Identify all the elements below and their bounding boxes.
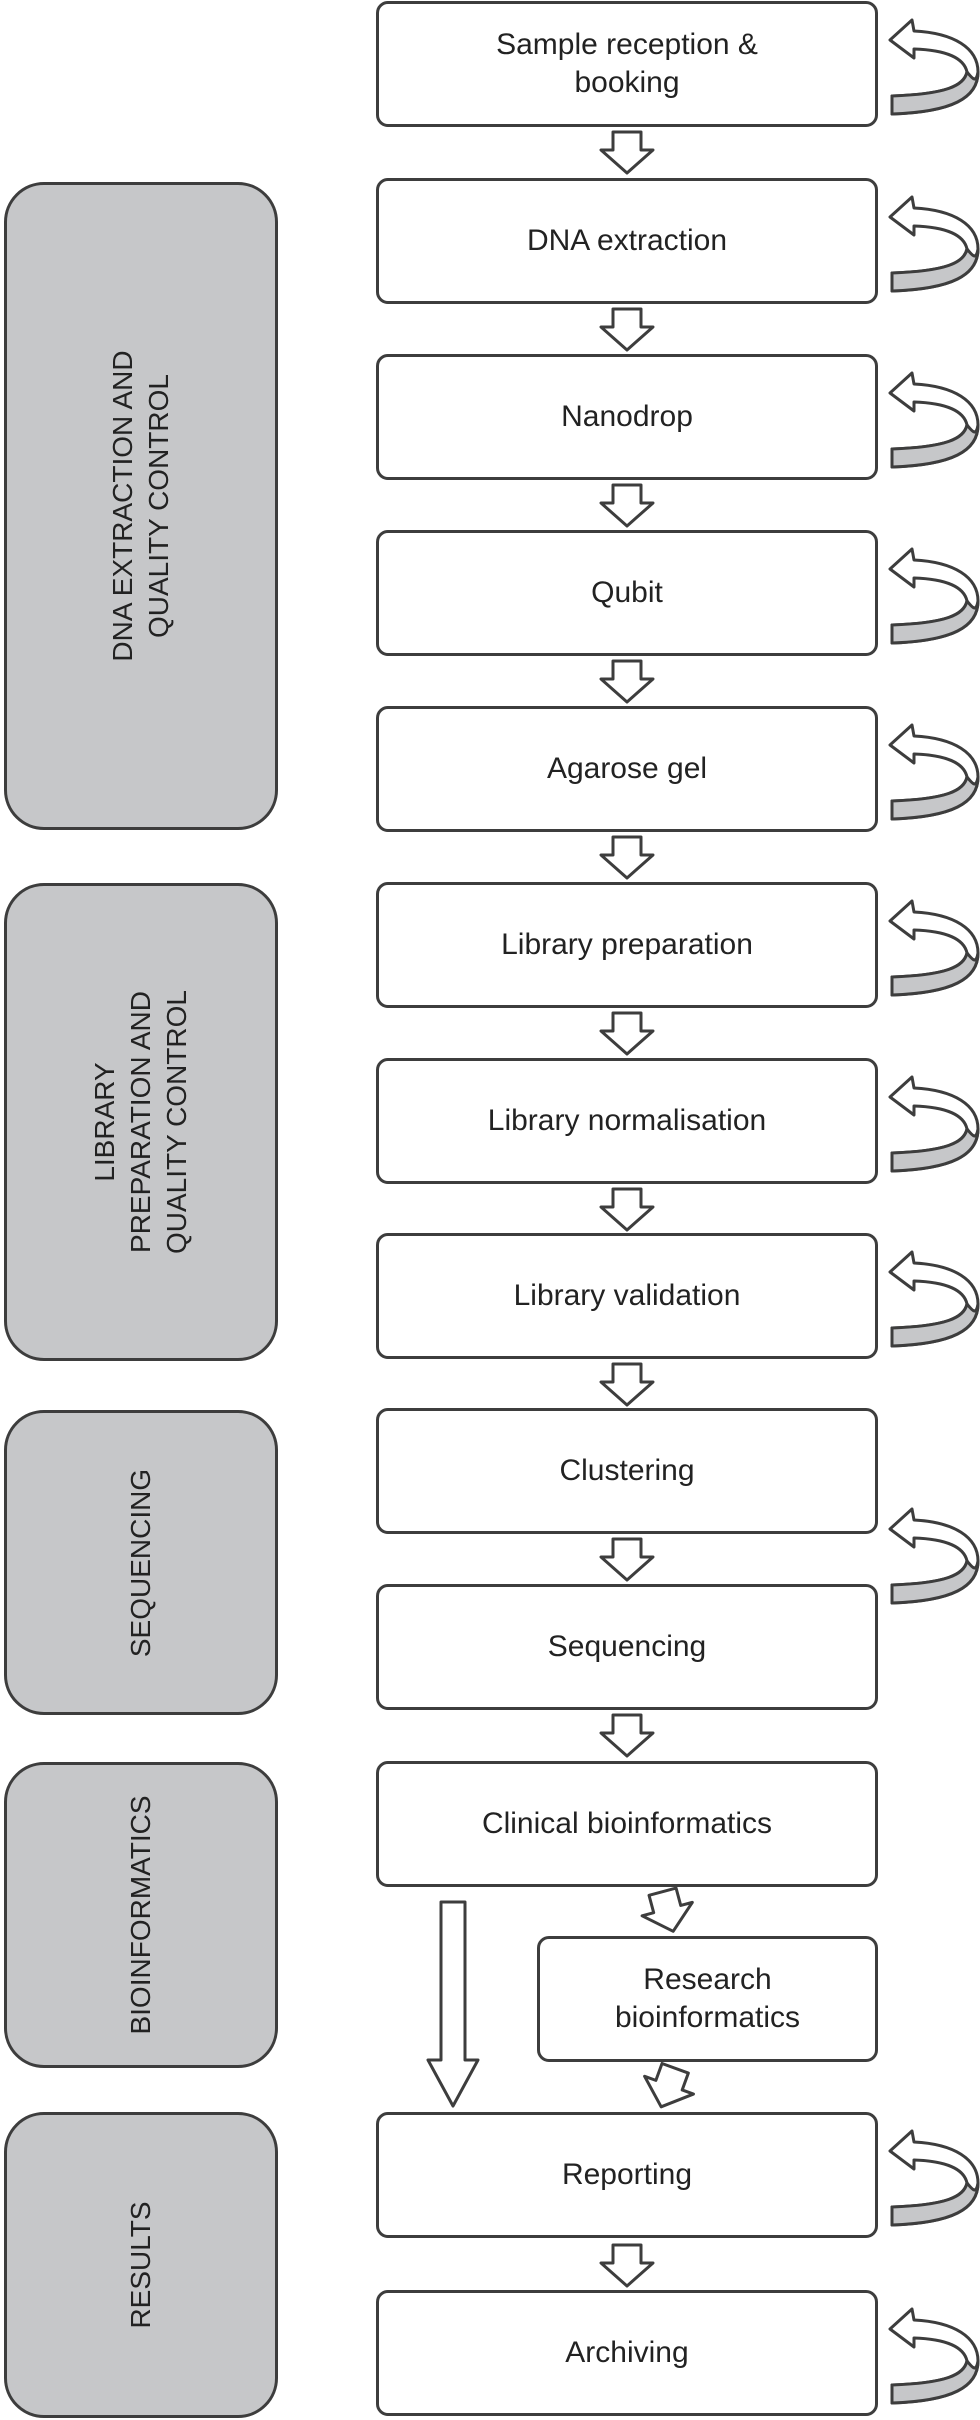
repeat-loop-icon xyxy=(888,1250,980,1348)
phase-results: RESULTS xyxy=(4,2112,278,2418)
step-sample-reception: Sample reception & booking xyxy=(376,1,878,127)
step-dna-extraction: DNA extraction xyxy=(376,178,878,304)
phase-sequencing: SEQUENCING xyxy=(4,1410,278,1715)
down-arrow-icon xyxy=(599,1187,655,1232)
step-clustering: Clustering xyxy=(376,1408,878,1534)
phase-library-prep-qc: LIBRARY PREPARATION AND QUALITY CONTROL xyxy=(4,883,278,1361)
step-library-validation: Library validation xyxy=(376,1233,878,1359)
repeat-loop-icon xyxy=(888,371,980,469)
repeat-loop-icon xyxy=(888,195,980,293)
step-archiving: Archiving xyxy=(376,2290,878,2416)
repeat-loop-icon xyxy=(888,899,980,997)
repeat-loop-icon xyxy=(888,1075,980,1173)
down-arrow-icon xyxy=(599,2243,655,2288)
down-arrow-icon xyxy=(599,1537,655,1582)
phase-label: LIBRARY PREPARATION AND QUALITY CONTROL xyxy=(89,990,192,1254)
repeat-loop-icon xyxy=(888,1507,980,1605)
down-arrow-icon xyxy=(599,835,655,880)
step-research-bioinformatics: Research bioinformatics xyxy=(537,1936,878,2062)
repeat-loop-icon xyxy=(888,2129,980,2227)
step-agarose-gel: Agarose gel xyxy=(376,706,878,832)
phase-label: BIOINFORMATICS xyxy=(125,1795,156,2035)
step-nanodrop: Nanodrop xyxy=(376,354,878,480)
down-arrow-icon xyxy=(599,130,655,175)
down-arrow-icon xyxy=(599,659,655,704)
down-arrow-icon xyxy=(599,1011,655,1056)
repeat-loop-icon xyxy=(888,723,980,821)
down-arrow-icon xyxy=(599,483,655,528)
down-arrow-icon xyxy=(599,307,655,352)
long-down-arrow-icon xyxy=(426,1900,480,2108)
step-library-preparation: Library preparation xyxy=(376,882,878,1008)
down-arrow-icon xyxy=(640,1886,694,1933)
phase-label: RESULTS xyxy=(125,2201,156,2329)
repeat-loop-icon xyxy=(888,18,980,116)
down-arrow-icon xyxy=(599,1713,655,1758)
step-sequencing: Sequencing xyxy=(376,1584,878,1710)
phase-bioinformatics: BIOINFORMATICS xyxy=(4,1762,278,2068)
phase-label: DNA EXTRACTION AND QUALITY CONTROL xyxy=(107,350,174,662)
down-arrow-icon xyxy=(643,2061,695,2109)
down-arrow-icon xyxy=(599,1362,655,1407)
step-clinical-bioinformatics: Clinical bioinformatics xyxy=(376,1761,878,1887)
repeat-loop-icon xyxy=(888,2307,980,2405)
phase-label: SEQUENCING xyxy=(125,1468,156,1657)
step-qubit: Qubit xyxy=(376,530,878,656)
repeat-loop-icon xyxy=(888,547,980,645)
step-library-normalisation: Library normalisation xyxy=(376,1058,878,1184)
phase-dna-extraction-qc: DNA EXTRACTION AND QUALITY CONTROL xyxy=(4,182,278,830)
step-reporting: Reporting xyxy=(376,2112,878,2238)
